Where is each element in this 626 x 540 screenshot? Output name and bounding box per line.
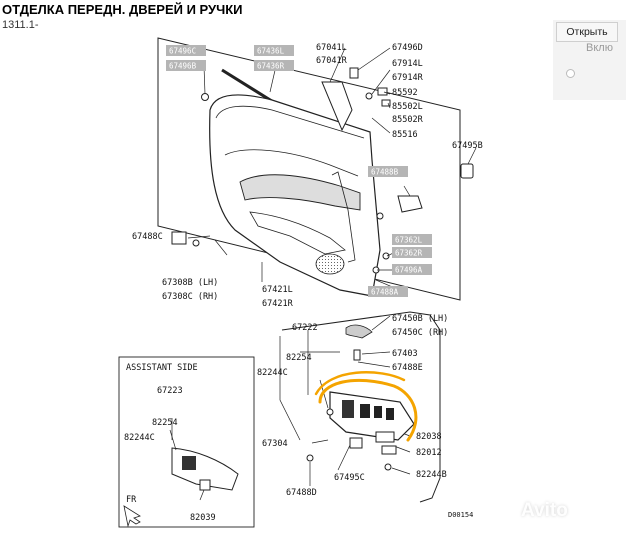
assistant-labels: ASSISTANT SIDE 67223 82254 82244C 82039 … [124, 363, 216, 523]
inner-handle [345, 324, 373, 339]
assistant-side-box [118, 356, 255, 528]
label-82244B: 82244B [416, 470, 447, 480]
label-67488D: 67488D [286, 488, 317, 498]
label-82012: 82012 [416, 448, 442, 458]
label-67421R: 67421R [262, 299, 294, 309]
avito-watermark: Avito [521, 500, 568, 521]
label-85592: 85592 [392, 88, 418, 98]
label-67223: 67223 [157, 386, 183, 396]
pill-67362R: 67362R [395, 249, 423, 258]
diagram-code: D00154 [448, 511, 473, 519]
mirror-garnish [321, 81, 353, 132]
label-82038: 82038 [416, 432, 442, 442]
pill-67488B: 67488B [371, 168, 399, 177]
label-67222: 67222 [292, 323, 318, 333]
pill-67488A: 67488A [371, 288, 399, 297]
label-assistant-82254: 82254 [152, 418, 178, 428]
assistant-side-title: ASSISTANT SIDE [126, 363, 198, 373]
highlight-mark [318, 378, 418, 442]
label-67450B: 67450B (LH) [392, 314, 448, 324]
label-67041L: 67041L [316, 43, 347, 53]
label-67308C: 67308C (RH) [162, 292, 218, 302]
pill-67436R: 67436R [257, 62, 285, 71]
label-85502L: 85502L [392, 102, 423, 112]
pill-67496A: 67496A [395, 266, 423, 275]
door-frame-outline [157, 37, 461, 301]
label-67495B: 67495B [452, 141, 483, 151]
label-82244C: 82244C [257, 368, 288, 378]
part-number: 1311.1- [2, 19, 39, 31]
label-67496D: 67496D [392, 43, 423, 53]
reference-labels: 67496C 67436L 67496B 67436R 67488B 67362… [166, 45, 432, 297]
open-button[interactable]: Открыть [556, 22, 618, 42]
pill-67496C: 67496C [169, 47, 196, 56]
label-67308B: 67308B (LH) [162, 278, 218, 288]
label-67914L: 67914L [392, 59, 423, 69]
label-67914R: 67914R [392, 73, 424, 83]
label-82254: 82254 [286, 353, 312, 363]
label-67421L: 67421L [262, 285, 293, 295]
page-title: ОТДЕЛКА ПЕРЕДН. ДВЕРЕЙ И РУЧКИ [2, 2, 243, 17]
include-label: Вклю [586, 42, 613, 54]
part-labels: 67041L 67041R 67496D 67914L 67914R 85592… [132, 43, 483, 519]
pill-67436L: 67436L [257, 47, 285, 56]
label-assistant-82244C: 82244C [124, 433, 155, 443]
label-67488E: 67488E [392, 363, 423, 373]
label-67304: 67304 [262, 439, 288, 449]
pill-67496B: 67496B [169, 62, 197, 71]
label-85516: 85516 [392, 130, 418, 140]
front-arrow-icon [123, 505, 141, 528]
label-67041R: 67041R [316, 56, 348, 66]
label-67403: 67403 [392, 349, 418, 359]
label-67495C: 67495C [334, 473, 365, 483]
front-direction-label: FR [126, 495, 137, 505]
label-82039: 82039 [190, 513, 216, 523]
include-radio[interactable] [566, 69, 575, 78]
label-85502R: 85502R [392, 115, 424, 125]
lower-door-outline [281, 311, 441, 503]
speaker-grille [315, 253, 345, 275]
label-67488C: 67488C [132, 232, 163, 242]
label-67450C: 67450C (RH) [392, 328, 448, 338]
armrest [239, 174, 361, 211]
pill-67362L: 67362L [395, 236, 423, 245]
